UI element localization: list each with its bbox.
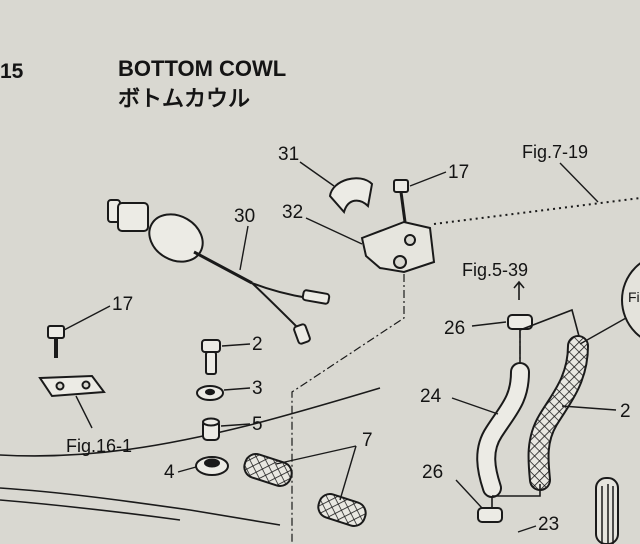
leader-30: [239, 225, 249, 271]
part-30-solenoid: [107, 199, 331, 345]
leader-17-left: [63, 305, 111, 331]
page-title-english: BOTTOM COWL: [118, 56, 286, 81]
part-2-screw: [201, 339, 221, 375]
callout-30: 30: [234, 206, 255, 227]
leader-25: [561, 405, 617, 411]
leader-detail: [579, 317, 627, 345]
callout-25: 2: [620, 401, 631, 422]
leader-26-bottom: [455, 479, 483, 509]
part-25-braided-hose: [529, 337, 587, 489]
callout-4: 4: [164, 462, 175, 483]
part-32-bracket: [360, 220, 436, 274]
part-17-bolt-top: [393, 179, 409, 223]
leader-23: [517, 525, 537, 533]
leader-32: [305, 217, 363, 245]
callout-32: 32: [282, 202, 303, 223]
leader-26-top: [471, 321, 507, 327]
leader-24: [451, 397, 499, 415]
reference-fig-16-1: Fig.16-1: [66, 436, 132, 456]
callout-5: 5: [252, 414, 263, 435]
ribbed-tube: [595, 477, 619, 544]
part-26-clamp-top: [507, 314, 533, 330]
mounting-plate: [38, 374, 106, 398]
part-5-collar: [202, 417, 220, 441]
part-17-bolt-left: [47, 325, 65, 358]
callout-2: 2: [252, 334, 263, 355]
leader-fig-7-19: [559, 162, 599, 203]
leader-7: [275, 445, 357, 501]
figure-number: 15: [0, 60, 24, 83]
tee-connector: [519, 308, 581, 366]
part-4-grommet: [195, 456, 229, 476]
callout-31: 31: [278, 144, 299, 165]
callout-17-left: 17: [112, 294, 133, 315]
leader-fig-16-1: [75, 395, 93, 429]
part-24-hose: [478, 364, 528, 496]
reference-fig-5-39: Fig.5-39: [462, 260, 528, 280]
part-7-pads: [243, 453, 367, 527]
detail-circle: [621, 262, 640, 338]
part-26-clamp-bottom: [477, 507, 503, 523]
leader-5: [220, 423, 251, 427]
throttle-cable: [433, 197, 640, 225]
leader-31: [299, 161, 335, 187]
callout-7: 7: [362, 430, 373, 451]
leader-3: [223, 387, 251, 391]
page-title-japanese: ボトムカウル: [118, 86, 250, 111]
leader-2: [221, 343, 251, 347]
callout-26-bottom: 26: [422, 462, 443, 483]
reference-fig-7-19: Fig.7-19: [522, 142, 588, 162]
leader-4: [177, 466, 197, 473]
leader-17-top: [409, 171, 447, 187]
callout-26-top: 26: [444, 318, 465, 339]
reference-side-fig: Fi: [628, 289, 640, 305]
callout-17-top: 17: [448, 162, 469, 183]
cowl-outline: [0, 387, 381, 526]
part-31-clip: [328, 177, 374, 215]
arrow-up-icon: [513, 280, 525, 300]
callout-24: 24: [420, 386, 442, 407]
callout-3: 3: [252, 378, 263, 399]
callout-23: 23: [538, 514, 559, 535]
part-3-washer: [196, 385, 224, 401]
